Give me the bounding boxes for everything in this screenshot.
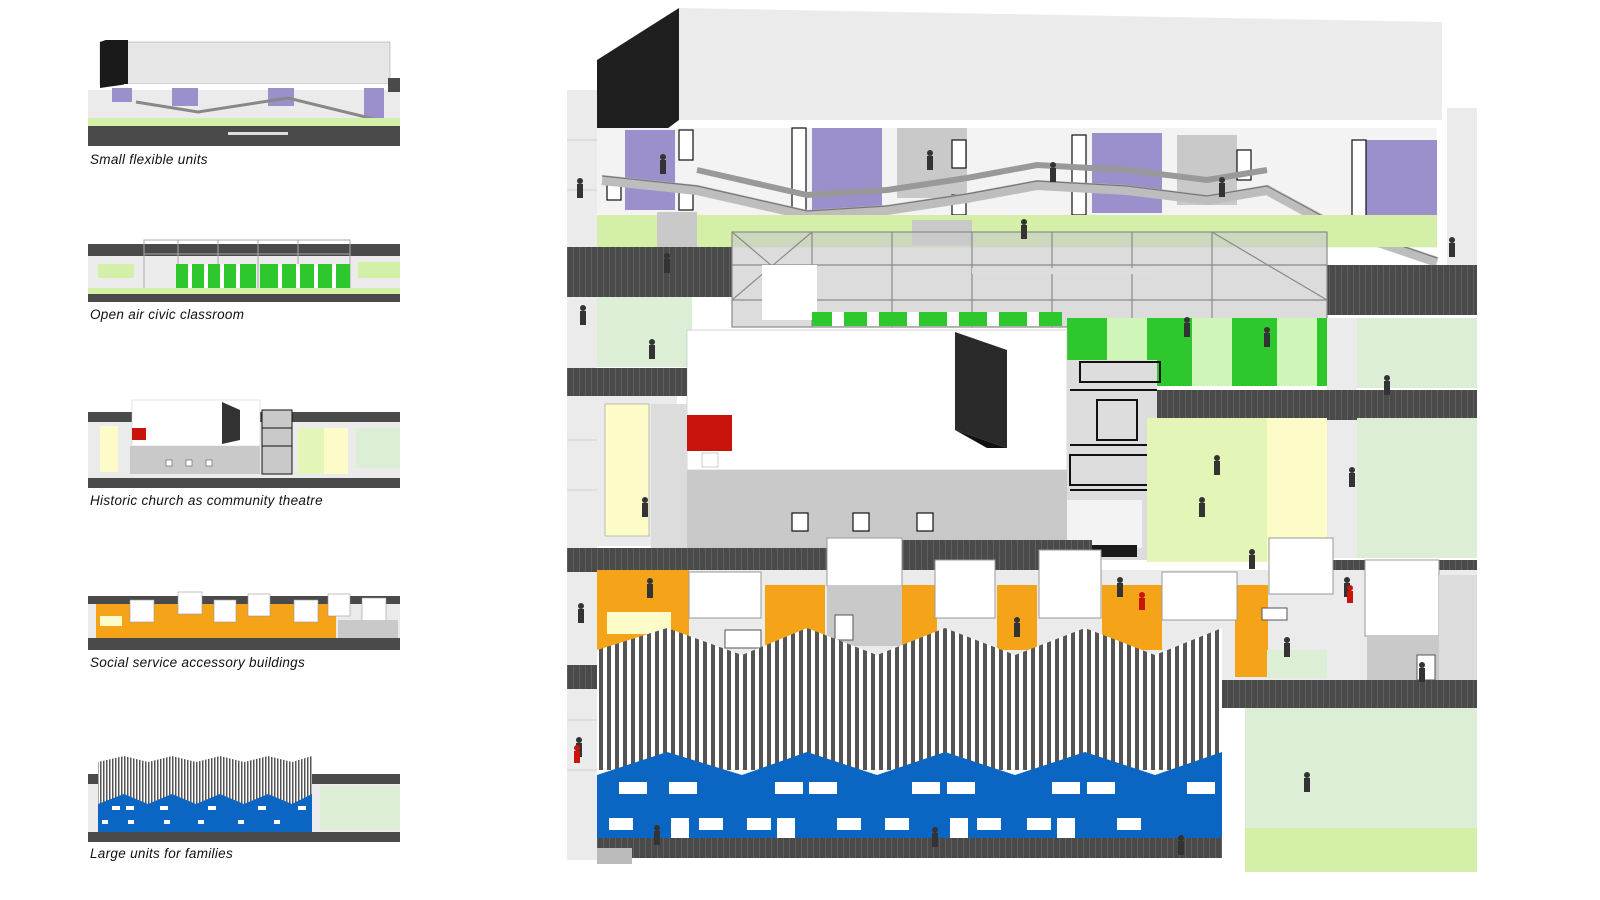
- thumb-social-service-buildings: [88, 590, 400, 652]
- thumb-open-air-civic-classroom: [88, 236, 400, 306]
- caption-large-family-units: Large units for families: [90, 846, 234, 861]
- main-section-drawing: [567, 0, 1482, 885]
- thumb-historic-church: [88, 398, 400, 490]
- thumb-small-flexible-units: [88, 40, 400, 150]
- caption-open-air-civic-classroom: Open air civic classroom: [90, 307, 245, 322]
- caption-social-service-buildings: Social service accessory buildings: [90, 655, 306, 670]
- caption-historic-church: Historic church as community theatre: [90, 493, 323, 508]
- thumb-large-family-units: [88, 756, 400, 846]
- caption-small-flexible-units: Small flexible units: [90, 152, 208, 167]
